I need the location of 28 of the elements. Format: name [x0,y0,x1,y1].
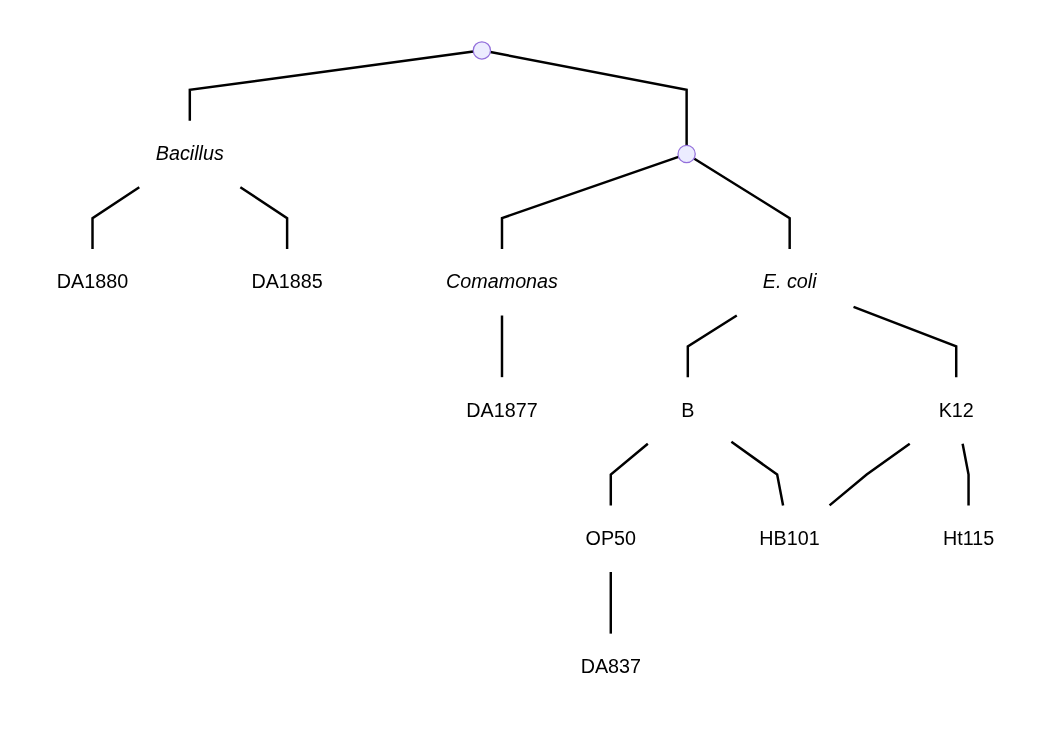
connector [828,442,911,507]
connector [961,443,970,506]
connector [609,442,649,506]
connector [188,50,474,121]
node-text: DA1877 [466,399,538,421]
node-text: DA837 [580,655,641,677]
node-point [677,144,696,164]
node-text: DA1880 [56,271,129,293]
connector [239,186,289,249]
node-text: B [681,399,695,421]
connector [693,157,791,249]
node-text: OP50 [585,527,637,549]
node-text: Ht115 [942,527,995,549]
connector [500,315,504,378]
connector [686,314,738,378]
connector [730,440,785,506]
node-text: E. coli [762,271,817,293]
connector [490,50,688,146]
connector [91,186,140,249]
node-text: Comamonas [446,271,558,293]
connector [853,305,958,378]
connector [609,572,613,634]
node-text: Bacillus [155,142,224,164]
node-text: K12 [938,399,974,421]
node-text: HB101 [759,527,820,549]
node-text: DA1885 [251,271,323,293]
node-point [472,41,492,60]
connector [500,155,679,249]
